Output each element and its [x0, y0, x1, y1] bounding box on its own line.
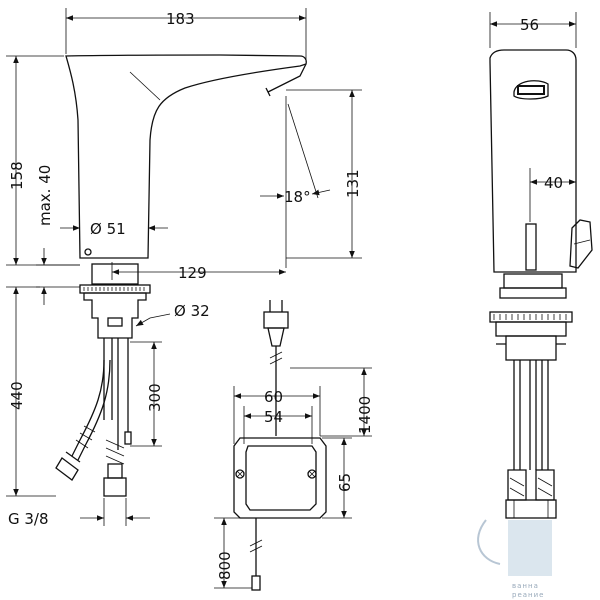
- watermark-line1: ваннa: [512, 582, 539, 590]
- dim-300: 300: [146, 383, 164, 412]
- front-view-dimensions: 183 158 max. 40 Ø 51 131 18° 129 Ø 32: [6, 8, 362, 528]
- side-view-dimensions: 56 40: [489, 12, 577, 222]
- dim-440: 440: [8, 381, 26, 410]
- dim-angle-18: 18°: [284, 188, 311, 206]
- dim-40-side: 40: [544, 174, 563, 192]
- dim-800: 800: [216, 551, 234, 580]
- dim-thread: G 3/8: [8, 510, 49, 528]
- dim-max40: max. 40: [36, 165, 54, 226]
- dim-diameter-32: Ø 32: [174, 302, 210, 320]
- dim-56: 56: [520, 16, 539, 34]
- dim-158: 158: [8, 161, 26, 190]
- control-box: [233, 300, 327, 591]
- watermark: ваннa реаниe: [477, 519, 552, 599]
- dim-diameter-51: Ø 51: [90, 220, 126, 238]
- dim-131: 131: [344, 169, 362, 198]
- dim-60: 60: [264, 388, 283, 406]
- dim-129: 129: [178, 264, 207, 282]
- faucet-front-view: [55, 54, 307, 497]
- dim-1400: 1400: [356, 396, 374, 434]
- watermark-line2: реаниe: [512, 591, 544, 599]
- dim-54: 54: [264, 408, 283, 426]
- faucet-side-view: [489, 49, 593, 519]
- dim-183: 183: [166, 10, 195, 28]
- control-box-dimensions: 60 54 65 1400 800: [214, 367, 374, 589]
- dim-65: 65: [336, 473, 354, 492]
